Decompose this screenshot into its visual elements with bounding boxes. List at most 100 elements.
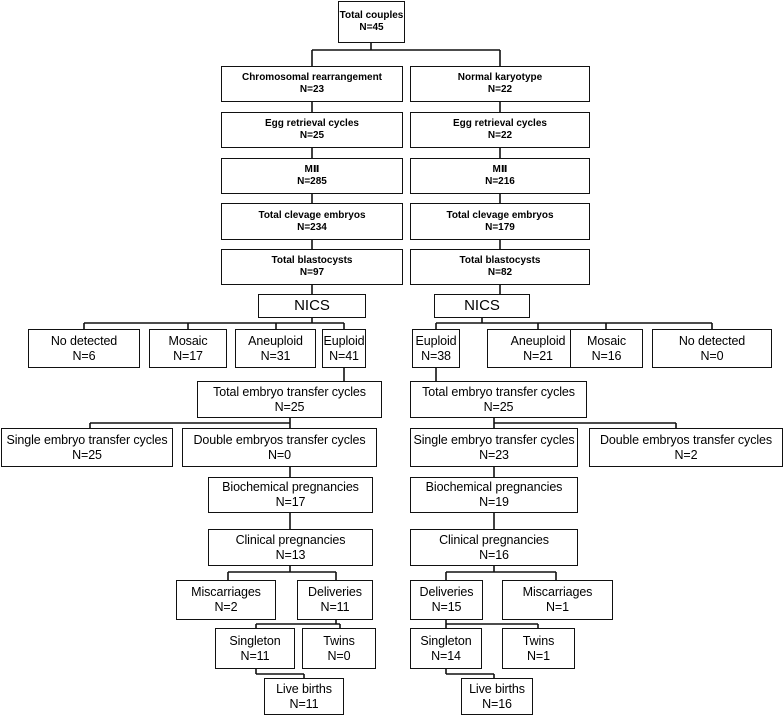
right-biochemical-box: Biochemical pregnancies N=19	[410, 477, 578, 513]
right-transfer-cycles-box: Total embryo transfer cycles N=25	[410, 381, 587, 418]
node-title: Total embryo transfer cycles	[422, 384, 575, 399]
node-count: N=2	[214, 600, 238, 614]
node-count: N=17	[173, 348, 203, 363]
node-title: Deliveries	[308, 585, 362, 600]
node-count: N=6	[72, 348, 96, 363]
node-count: N=41	[329, 348, 359, 363]
node-count: N=0	[268, 447, 291, 462]
right-nics-box: NICS	[434, 294, 530, 318]
node-count: N=11	[240, 648, 270, 663]
left-mii-box: MⅡ N=285	[221, 158, 403, 194]
node-title: Total embryo transfer cycles	[213, 384, 366, 399]
node-count: N=22	[487, 84, 513, 95]
node-title: Clinical pregnancies	[235, 532, 346, 547]
node-title: Live births	[276, 681, 332, 696]
left-blastocysts-box: Total blastocysts N=97	[221, 249, 403, 285]
right-deliveries-box: Deliveries N=15	[410, 580, 483, 620]
node-title: Normal karyotype	[457, 72, 543, 84]
node-count: N=23	[299, 84, 325, 95]
right-miscarriages-box: Miscarriages N=1	[502, 580, 613, 620]
node-count: N=38	[421, 348, 451, 363]
node-title: Double embryos transfer cycles	[599, 432, 773, 447]
right-mii-box: MⅡ N=216	[410, 158, 590, 194]
left-miscarriages-box: Miscarriages N=2	[176, 580, 276, 620]
node-count: N=11	[320, 600, 350, 614]
right-blastocysts-box: Total blastocysts N=82	[410, 249, 590, 285]
node-title: Total clevage embryos	[446, 209, 554, 221]
node-title: Singleton	[420, 633, 472, 648]
node-title: Total blastocysts	[459, 255, 541, 267]
node-count: N=16	[479, 547, 509, 562]
node-title: Chromosomal rearrangement	[241, 72, 383, 84]
left-deliveries-box: Deliveries N=11	[297, 580, 373, 620]
node-count: N=11	[289, 696, 319, 711]
left-aneuploid-box: Aneuploid N=31	[235, 329, 316, 368]
node-title: Aneuploid	[510, 333, 566, 348]
node-count: N=19	[479, 495, 509, 509]
node-count: N=25	[299, 130, 325, 141]
node-title: Mosaic	[587, 333, 626, 348]
node-count: N=45	[359, 22, 384, 33]
node-count: N=21	[523, 348, 553, 363]
right-no-detected-box: No detected N=0	[652, 329, 772, 368]
node-title: Miscarriages	[191, 585, 261, 600]
chromosomal-rearrangement-box: Chromosomal rearrangement N=23	[221, 66, 403, 102]
node-title: Single embryo transfer cycles	[6, 432, 168, 447]
node-count: N=17	[275, 495, 306, 509]
node-title: Twins	[522, 633, 555, 648]
right-double-transfer-box: Double embryos transfer cycles N=2	[589, 428, 783, 467]
total-couples-box: Total couples N=45	[338, 1, 405, 43]
left-single-transfer-box: Single embryo transfer cycles N=25	[1, 428, 173, 467]
left-live-births-box: Live births N=11	[264, 678, 344, 715]
right-egg-retrieval-box: Egg retrieval cycles N=22	[410, 112, 590, 148]
node-count: N=179	[485, 221, 515, 233]
left-no-detected-box: No detected N=6	[28, 329, 140, 368]
node-title: Singleton	[229, 633, 281, 648]
left-cleavage-embryos-box: Total clevage embryos N=234	[221, 203, 403, 240]
node-title: Biochemical pregnancies	[425, 480, 563, 495]
node-count: N=23	[479, 447, 509, 462]
node-count: N=25	[72, 447, 102, 462]
node-count: N=97	[299, 267, 325, 278]
node-title: NICS	[294, 297, 330, 315]
node-title: Single embryo transfer cycles	[413, 432, 575, 447]
node-title: Egg retrieval cycles	[265, 118, 359, 130]
left-egg-retrieval-box: Egg retrieval cycles N=25	[221, 112, 403, 148]
node-count: N=16	[591, 348, 622, 363]
node-title: MⅡ	[304, 164, 320, 176]
left-mosaic-box: Mosaic N=17	[149, 329, 227, 368]
node-title: Total clevage embryos	[258, 209, 366, 221]
node-count: N=22	[487, 130, 513, 141]
left-transfer-cycles-box: Total embryo transfer cycles N=25	[197, 381, 382, 418]
node-count: N=14	[431, 648, 461, 663]
node-count: N=216	[485, 176, 515, 187]
node-title: Live births	[469, 681, 525, 696]
right-live-births-box: Live births N=16	[461, 678, 533, 715]
node-count: N=25	[483, 399, 514, 414]
node-count: N=16	[482, 696, 512, 711]
right-euploid-box: Euploid N=38	[412, 329, 460, 368]
left-biochemical-box: Biochemical pregnancies N=17	[208, 477, 373, 513]
node-title: Aneuploid	[248, 333, 303, 348]
node-count: N=234	[297, 221, 327, 233]
node-title: MⅡ	[492, 164, 508, 176]
node-count: N=285	[297, 176, 327, 187]
right-mosaic-box: Mosaic N=16	[570, 329, 643, 368]
left-clinical-box: Clinical pregnancies N=13	[208, 529, 373, 566]
node-title: Euploid	[323, 333, 365, 348]
node-title: Total blastocysts	[271, 255, 353, 267]
node-title: No detected	[678, 333, 746, 348]
left-singleton-box: Singleton N=11	[215, 628, 295, 669]
node-count: N=2	[674, 447, 698, 462]
right-clinical-box: Clinical pregnancies N=16	[410, 529, 578, 566]
node-title: Twins	[323, 633, 355, 648]
node-title: Total couples	[339, 10, 404, 22]
node-title: Double embryos transfer cycles	[193, 432, 366, 447]
node-count: N=1	[546, 600, 569, 614]
node-count: N=0	[327, 648, 351, 663]
right-single-transfer-box: Single embryo transfer cycles N=23	[410, 428, 578, 467]
node-title: NICS	[464, 297, 500, 315]
node-count: N=0	[700, 348, 724, 363]
